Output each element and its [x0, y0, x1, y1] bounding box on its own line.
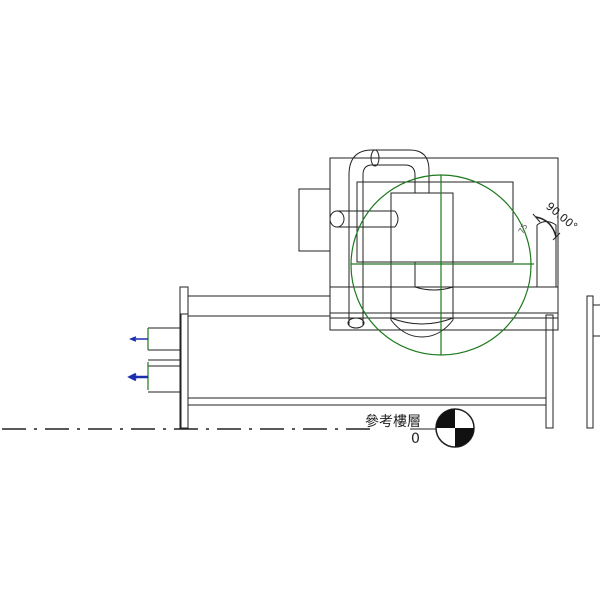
level-head-icon[interactable] — [435, 408, 475, 448]
side-box — [298, 188, 331, 252]
angle-label: 90.00° — [543, 200, 580, 234]
frame — [179, 286, 600, 429]
frame-right — [545, 314, 554, 429]
compressor-shell — [390, 192, 454, 338]
pipe-outer — [348, 149, 430, 325]
angle-small-label: 75 — [517, 222, 530, 235]
outer-housing — [329, 157, 559, 331]
frame-far-right — [586, 295, 594, 429]
level-name[interactable]: 參考樓層 — [365, 414, 421, 430]
angle-dimension[interactable]: 90.00° 75 — [517, 200, 580, 241]
pipe-connectors[interactable] — [127, 327, 180, 393]
equipment-body[interactable] — [188, 149, 559, 406]
elbow-outlet — [536, 221, 557, 288]
connector-arrow-icon[interactable] — [128, 336, 148, 342]
connector-arrow-icon[interactable] — [127, 372, 148, 382]
level-marker[interactable]: 參考樓層 0 — [2, 408, 475, 448]
level-elevation[interactable]: 0 — [411, 431, 420, 447]
inner-housing — [356, 181, 514, 263]
selection-gizmo[interactable] — [350, 174, 534, 356]
